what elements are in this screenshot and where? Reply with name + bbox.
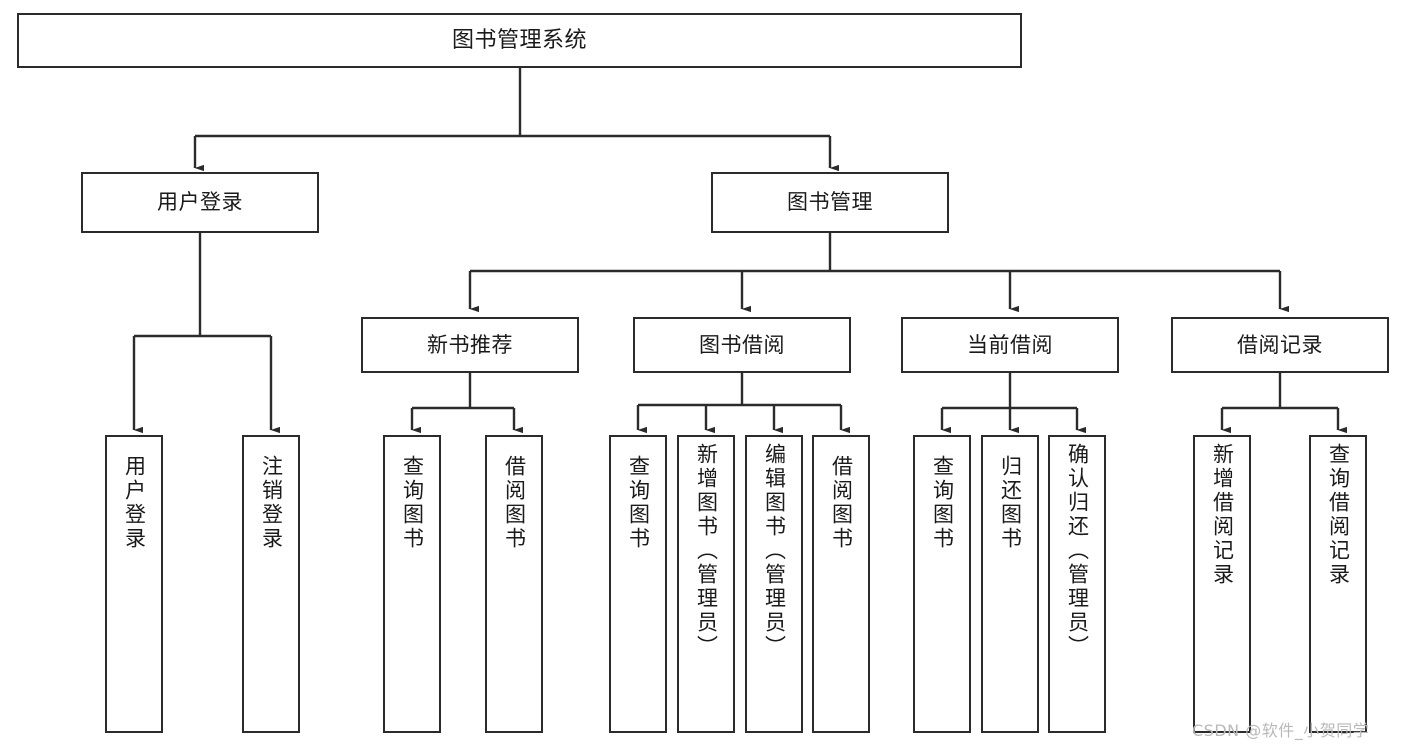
leaf-edit-book-admin[interactable]: 编辑图书（管理员） xyxy=(745,435,803,733)
leaf-borrow-book-borrow-label: 借阅图书 xyxy=(829,455,854,551)
node-book-borrow-label: 图书借阅 xyxy=(699,332,785,357)
leaf-user-login-label: 用户登录 xyxy=(122,455,147,551)
leaf-query-book-borrow-label: 查询图书 xyxy=(626,455,651,551)
leaf-logout-login-label: 注销登录 xyxy=(259,455,284,551)
leaf-return-book-label: 归还图书 xyxy=(998,455,1023,551)
node-book-management-label: 图书管理 xyxy=(787,190,873,215)
leaf-query-book-current-label: 查询图书 xyxy=(930,455,955,551)
leaf-edit-book-admin-label: 编辑图书（管理员） xyxy=(762,443,787,659)
leaf-query-book-new-recommend[interactable]: 查询图书 xyxy=(383,435,441,733)
node-book-management[interactable]: 图书管理 xyxy=(711,172,949,233)
leaf-add-borrow-record[interactable]: 新增借阅记录 xyxy=(1193,435,1251,733)
leaf-user-login[interactable]: 用户登录 xyxy=(105,435,163,733)
node-current-borrow-label: 当前借阅 xyxy=(967,332,1053,357)
leaf-query-book-current[interactable]: 查询图书 xyxy=(913,435,971,733)
leaf-query-book-new-recommend-label: 查询图书 xyxy=(400,455,425,551)
leaf-query-book-borrow[interactable]: 查询图书 xyxy=(609,435,667,733)
node-user-login-label: 用户登录 xyxy=(157,190,243,215)
leaf-query-borrow-record[interactable]: 查询借阅记录 xyxy=(1309,435,1367,733)
leaf-add-book-admin-label: 新增图书（管理员） xyxy=(694,443,719,659)
leaf-logout-login[interactable]: 注销登录 xyxy=(242,435,300,733)
leaf-borrow-book-new-recommend-label: 借阅图书 xyxy=(502,455,527,551)
leaf-confirm-return-admin[interactable]: 确认归还（管理员） xyxy=(1048,435,1106,733)
leaf-borrow-book-new-recommend[interactable]: 借阅图书 xyxy=(485,435,543,733)
node-new-book-recommend-label: 新书推荐 xyxy=(427,332,513,357)
node-current-borrow[interactable]: 当前借阅 xyxy=(901,317,1119,373)
leaf-borrow-book-borrow[interactable]: 借阅图书 xyxy=(812,435,870,733)
node-book-borrow[interactable]: 图书借阅 xyxy=(633,317,851,373)
node-root-book-management-system[interactable]: 图书管理系统 xyxy=(17,13,1022,68)
csdn-watermark: CSDN @软件_小贺同学 xyxy=(1192,721,1370,740)
node-new-book-recommend[interactable]: 新书推荐 xyxy=(361,317,579,373)
node-user-login[interactable]: 用户登录 xyxy=(81,172,319,233)
leaf-return-book[interactable]: 归还图书 xyxy=(981,435,1039,733)
leaf-add-book-admin[interactable]: 新增图书（管理员） xyxy=(677,435,735,733)
leaf-confirm-return-admin-label: 确认归还（管理员） xyxy=(1065,443,1090,659)
leaf-add-borrow-record-label: 新增借阅记录 xyxy=(1210,443,1235,587)
leaf-query-borrow-record-label: 查询借阅记录 xyxy=(1326,443,1351,587)
node-borrow-record-label: 借阅记录 xyxy=(1237,332,1323,357)
node-root-label: 图书管理系统 xyxy=(451,27,587,53)
node-borrow-record[interactable]: 借阅记录 xyxy=(1171,317,1389,373)
